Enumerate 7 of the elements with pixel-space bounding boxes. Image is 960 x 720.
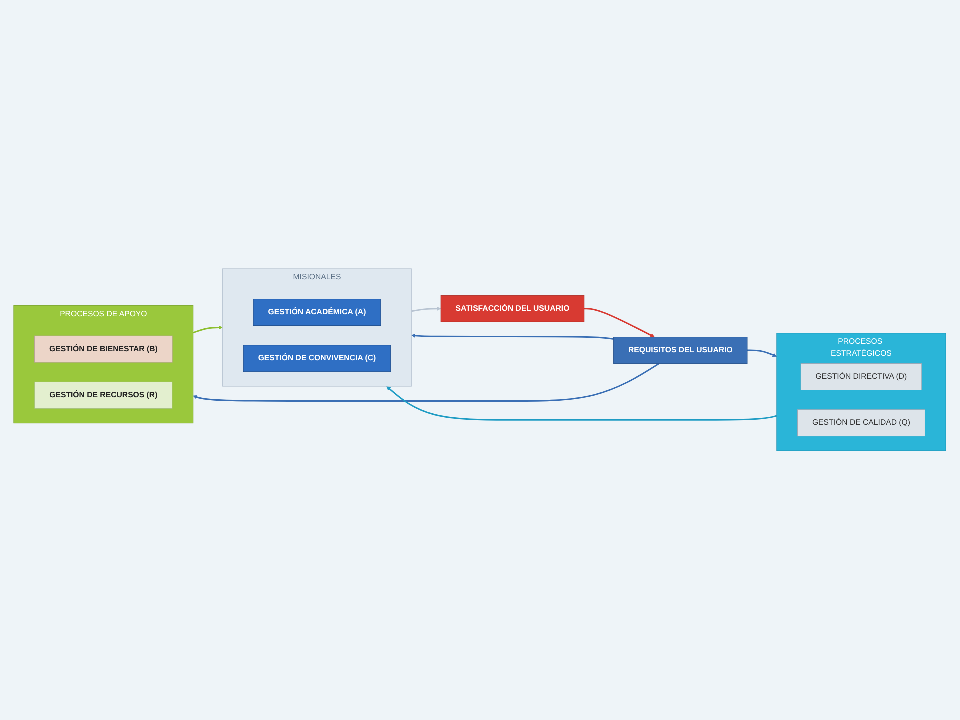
arrow: [584, 308, 655, 338]
arrow: [411, 334, 614, 340]
arrow: [748, 350, 778, 358]
arrow: [193, 326, 223, 334]
arrow: [386, 386, 778, 421]
arrow: [412, 306, 442, 312]
arrow: [193, 363, 660, 402]
